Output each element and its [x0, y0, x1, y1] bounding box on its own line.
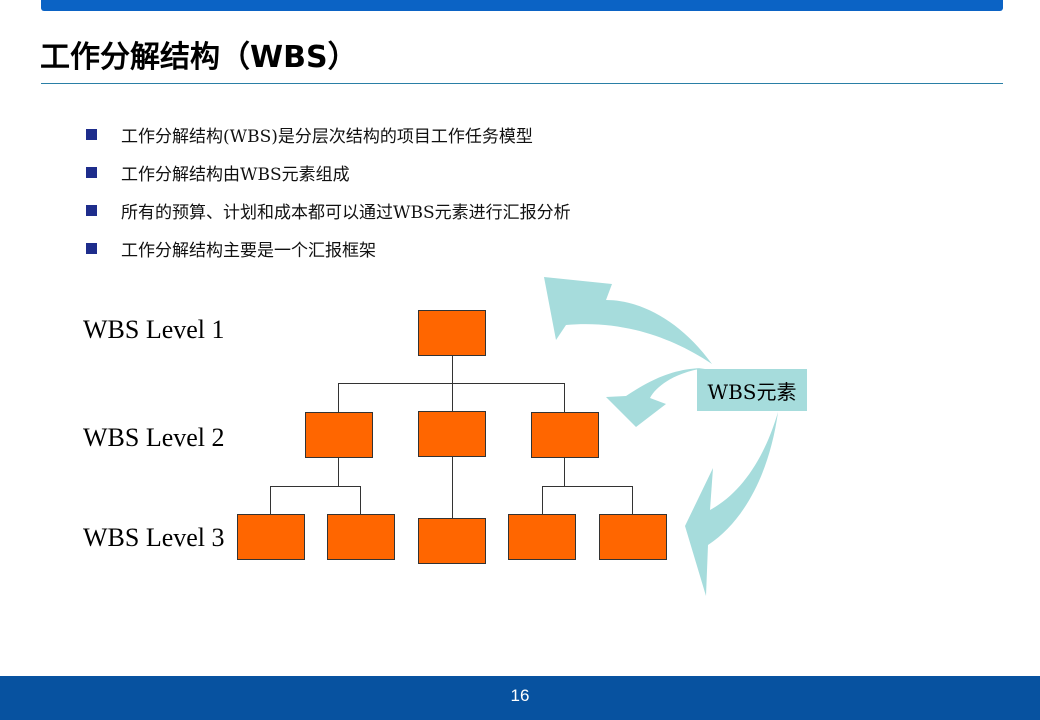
wbs-node-level-3	[599, 514, 667, 560]
slide-title: 工作分解结构（WBS）	[40, 40, 358, 75]
bullet-item: 工作分解结构由WBS元素组成	[86, 153, 571, 191]
bullet-item: 工作分解结构主要是一个汇报框架	[86, 229, 571, 267]
wbs-node-level-3	[508, 514, 576, 560]
connector-line	[270, 486, 271, 514]
bullet-item: 所有的预算、计划和成本都可以通过WBS元素进行汇报分析	[86, 191, 571, 229]
level-1-label: WBS Level 1	[83, 315, 225, 344]
title-divider	[41, 83, 1003, 84]
connector-line	[360, 486, 361, 514]
wbs-element-callout: WBS元素	[697, 369, 807, 411]
bullet-text: 工作分解结构主要是一个汇报框架	[121, 240, 376, 261]
square-bullet-icon	[86, 204, 97, 216]
connector-line	[452, 355, 453, 383]
connector-line	[632, 486, 633, 514]
connector-line	[338, 383, 565, 384]
footer-bar	[0, 676, 1040, 720]
curved-arrow-icon	[685, 412, 778, 596]
bullet-text: 工作分解结构由WBS元素组成	[121, 164, 350, 185]
connector-line	[542, 486, 633, 487]
page-number: 16	[510, 686, 530, 705]
square-bullet-icon	[86, 128, 97, 140]
square-bullet-icon	[86, 166, 97, 178]
bullet-item: 工作分解结构(WBS)是分层次结构的项目工作任务模型	[86, 115, 571, 153]
wbs-node-level-1	[418, 310, 486, 356]
bullet-text: 工作分解结构(WBS)是分层次结构的项目工作任务模型	[121, 126, 533, 147]
bullet-list: 工作分解结构(WBS)是分层次结构的项目工作任务模型 工作分解结构由WBS元素组…	[86, 115, 571, 267]
wbs-node-level-3	[418, 518, 486, 564]
connector-line	[338, 383, 339, 412]
connector-line	[542, 486, 543, 514]
wbs-node-level-2	[305, 412, 373, 458]
connector-line	[452, 456, 453, 518]
connector-line	[338, 457, 339, 486]
square-bullet-icon	[86, 242, 97, 254]
curved-arrow-icon	[606, 368, 705, 427]
wbs-node-level-3	[327, 514, 395, 560]
wbs-node-level-2	[418, 411, 486, 457]
connector-line	[270, 486, 361, 487]
level-3-label: WBS Level 3	[83, 523, 225, 552]
wbs-node-level-3	[237, 514, 305, 560]
connector-line	[452, 383, 453, 411]
connector-line	[564, 457, 565, 486]
top-accent-bar	[41, 0, 1003, 11]
curved-arrow-icon	[544, 277, 712, 364]
bullet-text: 所有的预算、计划和成本都可以通过WBS元素进行汇报分析	[121, 202, 571, 223]
wbs-node-level-2	[531, 412, 599, 458]
connector-line	[564, 383, 565, 412]
level-2-label: WBS Level 2	[83, 423, 225, 452]
